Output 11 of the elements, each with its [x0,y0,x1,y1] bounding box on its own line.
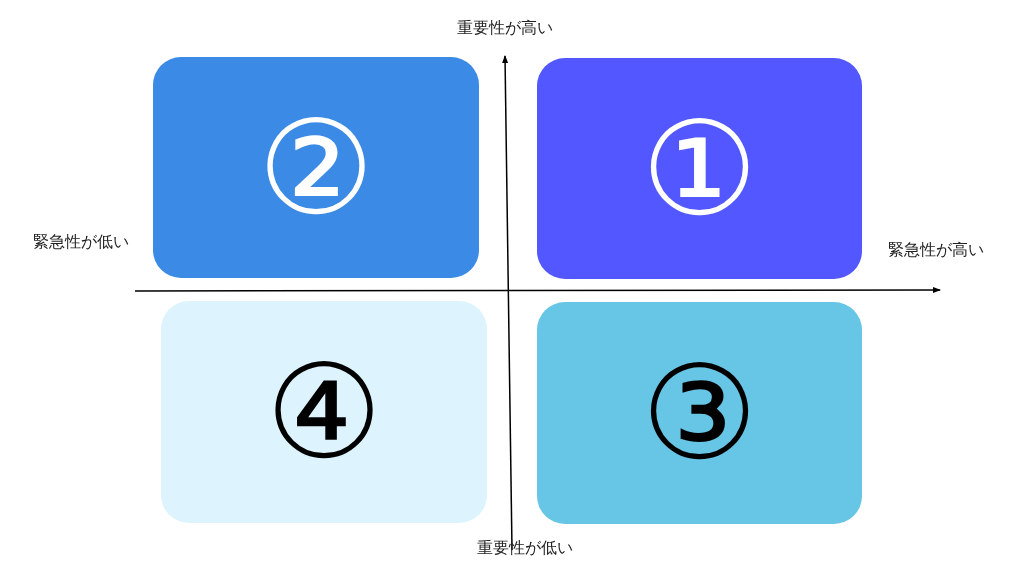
quadrant-box [537,302,862,524]
axis-label: 緊急性が高い [888,240,984,261]
quadrant-box [153,57,479,278]
axis-label: 重要性が高い [457,18,553,39]
quadrant-number: ④ [265,347,383,477]
axis-label: 緊急性が低い [33,232,129,253]
quadrant-box [161,301,487,523]
quadrant-number: ③ [641,348,758,478]
quadrant-box [537,58,862,279]
quadrant-number: ② [257,102,375,233]
quadrant-number: ① [641,103,758,234]
